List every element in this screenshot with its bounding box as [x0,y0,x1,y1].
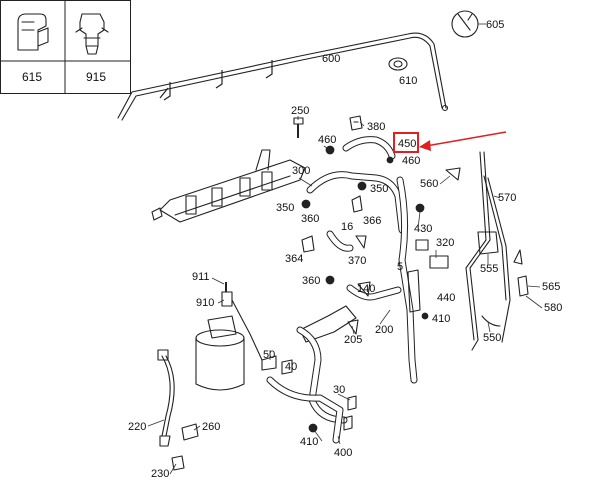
label-366: 366 [363,215,381,227]
label-570: 570 [498,192,516,204]
label-410-lower: 410 [300,436,318,448]
sensor-assembly [157,349,199,471]
label-380: 380 [367,121,385,133]
label-910: 910 [196,297,214,309]
label-364: 364 [285,253,303,265]
label-460-lower: 460 [402,155,420,167]
fuel-filter-910 [195,282,263,391]
clip-380 [349,115,363,131]
label-230: 230 [151,468,169,480]
wrench-605 [451,10,486,38]
leader-lines [147,116,543,475]
callout-labels: 605 600 610 250 380 460 450 460 300 560 … [128,19,562,480]
label-550: 550 [483,332,501,344]
label-400: 400 [334,447,352,459]
label-440: 440 [437,292,455,304]
label-320: 320 [436,237,454,249]
thumbnail-panel: 615 915 [0,0,131,94]
label-350-right: 350 [370,183,388,195]
label-40: 40 [285,361,297,373]
label-250: 250 [291,105,309,117]
label-430: 430 [414,223,432,235]
highlight-arrow-shaft [425,131,507,147]
label-560: 560 [420,178,438,190]
label-30: 30 [333,384,345,396]
bolt-250 [293,117,304,138]
thumb-label-915: 915 [86,70,106,84]
right-pipes [396,151,529,384]
label-460-upper: 460 [318,134,336,146]
nut-610 [388,57,408,71]
label-140: 140 [357,283,375,295]
label-300: 300 [292,165,310,177]
label-360-upper: 360 [301,213,319,225]
pipe-300 [306,136,406,234]
small-clips [261,195,429,431]
fuel-rail-600 [117,32,449,121]
highlight-450 [393,131,507,153]
middle-hoses [266,230,402,444]
label-410-right: 410 [432,313,450,325]
label-600: 600 [322,53,340,65]
label-260: 260 [202,421,220,433]
label-610: 610 [399,75,417,87]
clip-915-image [75,13,109,55]
fittings [301,145,429,433]
label-16: 16 [341,221,353,233]
label-370: 370 [348,255,366,267]
label-5: 5 [397,261,403,273]
label-450: 450 [398,138,416,150]
label-200: 200 [375,324,393,336]
label-555: 555 [480,263,498,275]
label-605: 605 [486,19,504,31]
arrow-head-icon [419,140,431,151]
label-565: 565 [542,281,560,293]
clip-615-image [17,13,49,51]
label-360-lower: 360 [302,275,320,287]
label-350-left: 350 [276,202,294,214]
label-50: 50 [263,349,275,361]
label-911: 911 [192,271,210,283]
thumb-label-615: 615 [22,70,42,84]
highlight-box [393,132,419,153]
label-205: 205 [344,334,362,346]
label-580: 580 [544,302,562,314]
common-rail [151,149,306,223]
label-220: 220 [128,421,146,433]
